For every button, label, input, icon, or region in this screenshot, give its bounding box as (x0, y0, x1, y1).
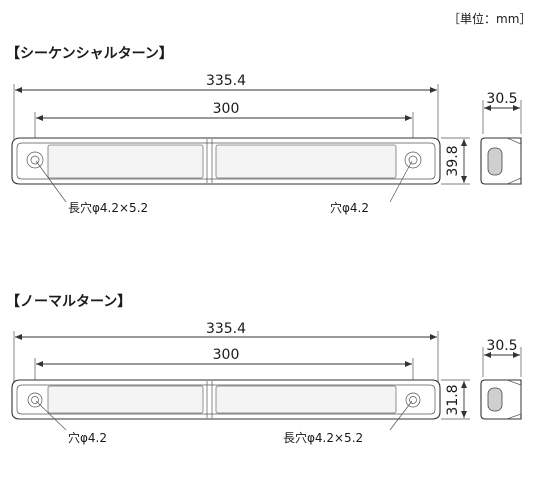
lamp-front-view (11, 379, 441, 420)
height-value: 39.8 (445, 145, 461, 176)
left-hole-label: 穴φ4.2 (68, 430, 107, 445)
hole-pitch-value: 300 (213, 347, 240, 363)
lamp-side-view (480, 137, 522, 185)
overall-length-value: 335.4 (206, 73, 246, 89)
hole-pitch-value: 300 (213, 101, 240, 117)
mounting-hole-left (26, 151, 44, 169)
section-normal: 【ノーマルターン】 335.4 300 31.8 (6, 294, 522, 445)
right-hole-label: 長穴φ4.2×5.2 (283, 430, 363, 445)
mounting-hole-right (405, 392, 421, 408)
lamp-front-view (11, 137, 441, 185)
mounting-hole-left (27, 392, 43, 408)
section-title: 【ノーマルターン】 (6, 294, 131, 310)
overall-length-value: 335.4 (206, 321, 246, 337)
mounting-hole-right (404, 151, 422, 169)
section-sequential: 【シーケンシャルターン】 335.4 300 39.8 (6, 46, 522, 215)
lamp-side-view (480, 379, 522, 420)
depth-value: 30.5 (486, 91, 517, 107)
height-value: 31.8 (445, 384, 461, 415)
leader-left-hole (35, 160, 67, 203)
leader-left-hole (35, 400, 67, 431)
right-hole-label: 穴φ4.2 (330, 200, 369, 215)
section-title: 【シーケンシャルターン】 (6, 46, 173, 62)
left-hole-label: 長穴φ4.2×5.2 (68, 200, 148, 215)
depth-value: 30.5 (486, 338, 517, 354)
leader-right-hole (389, 400, 413, 431)
leader-right-hole (389, 160, 413, 203)
unit-note: ［単位：mm］ (448, 11, 531, 26)
